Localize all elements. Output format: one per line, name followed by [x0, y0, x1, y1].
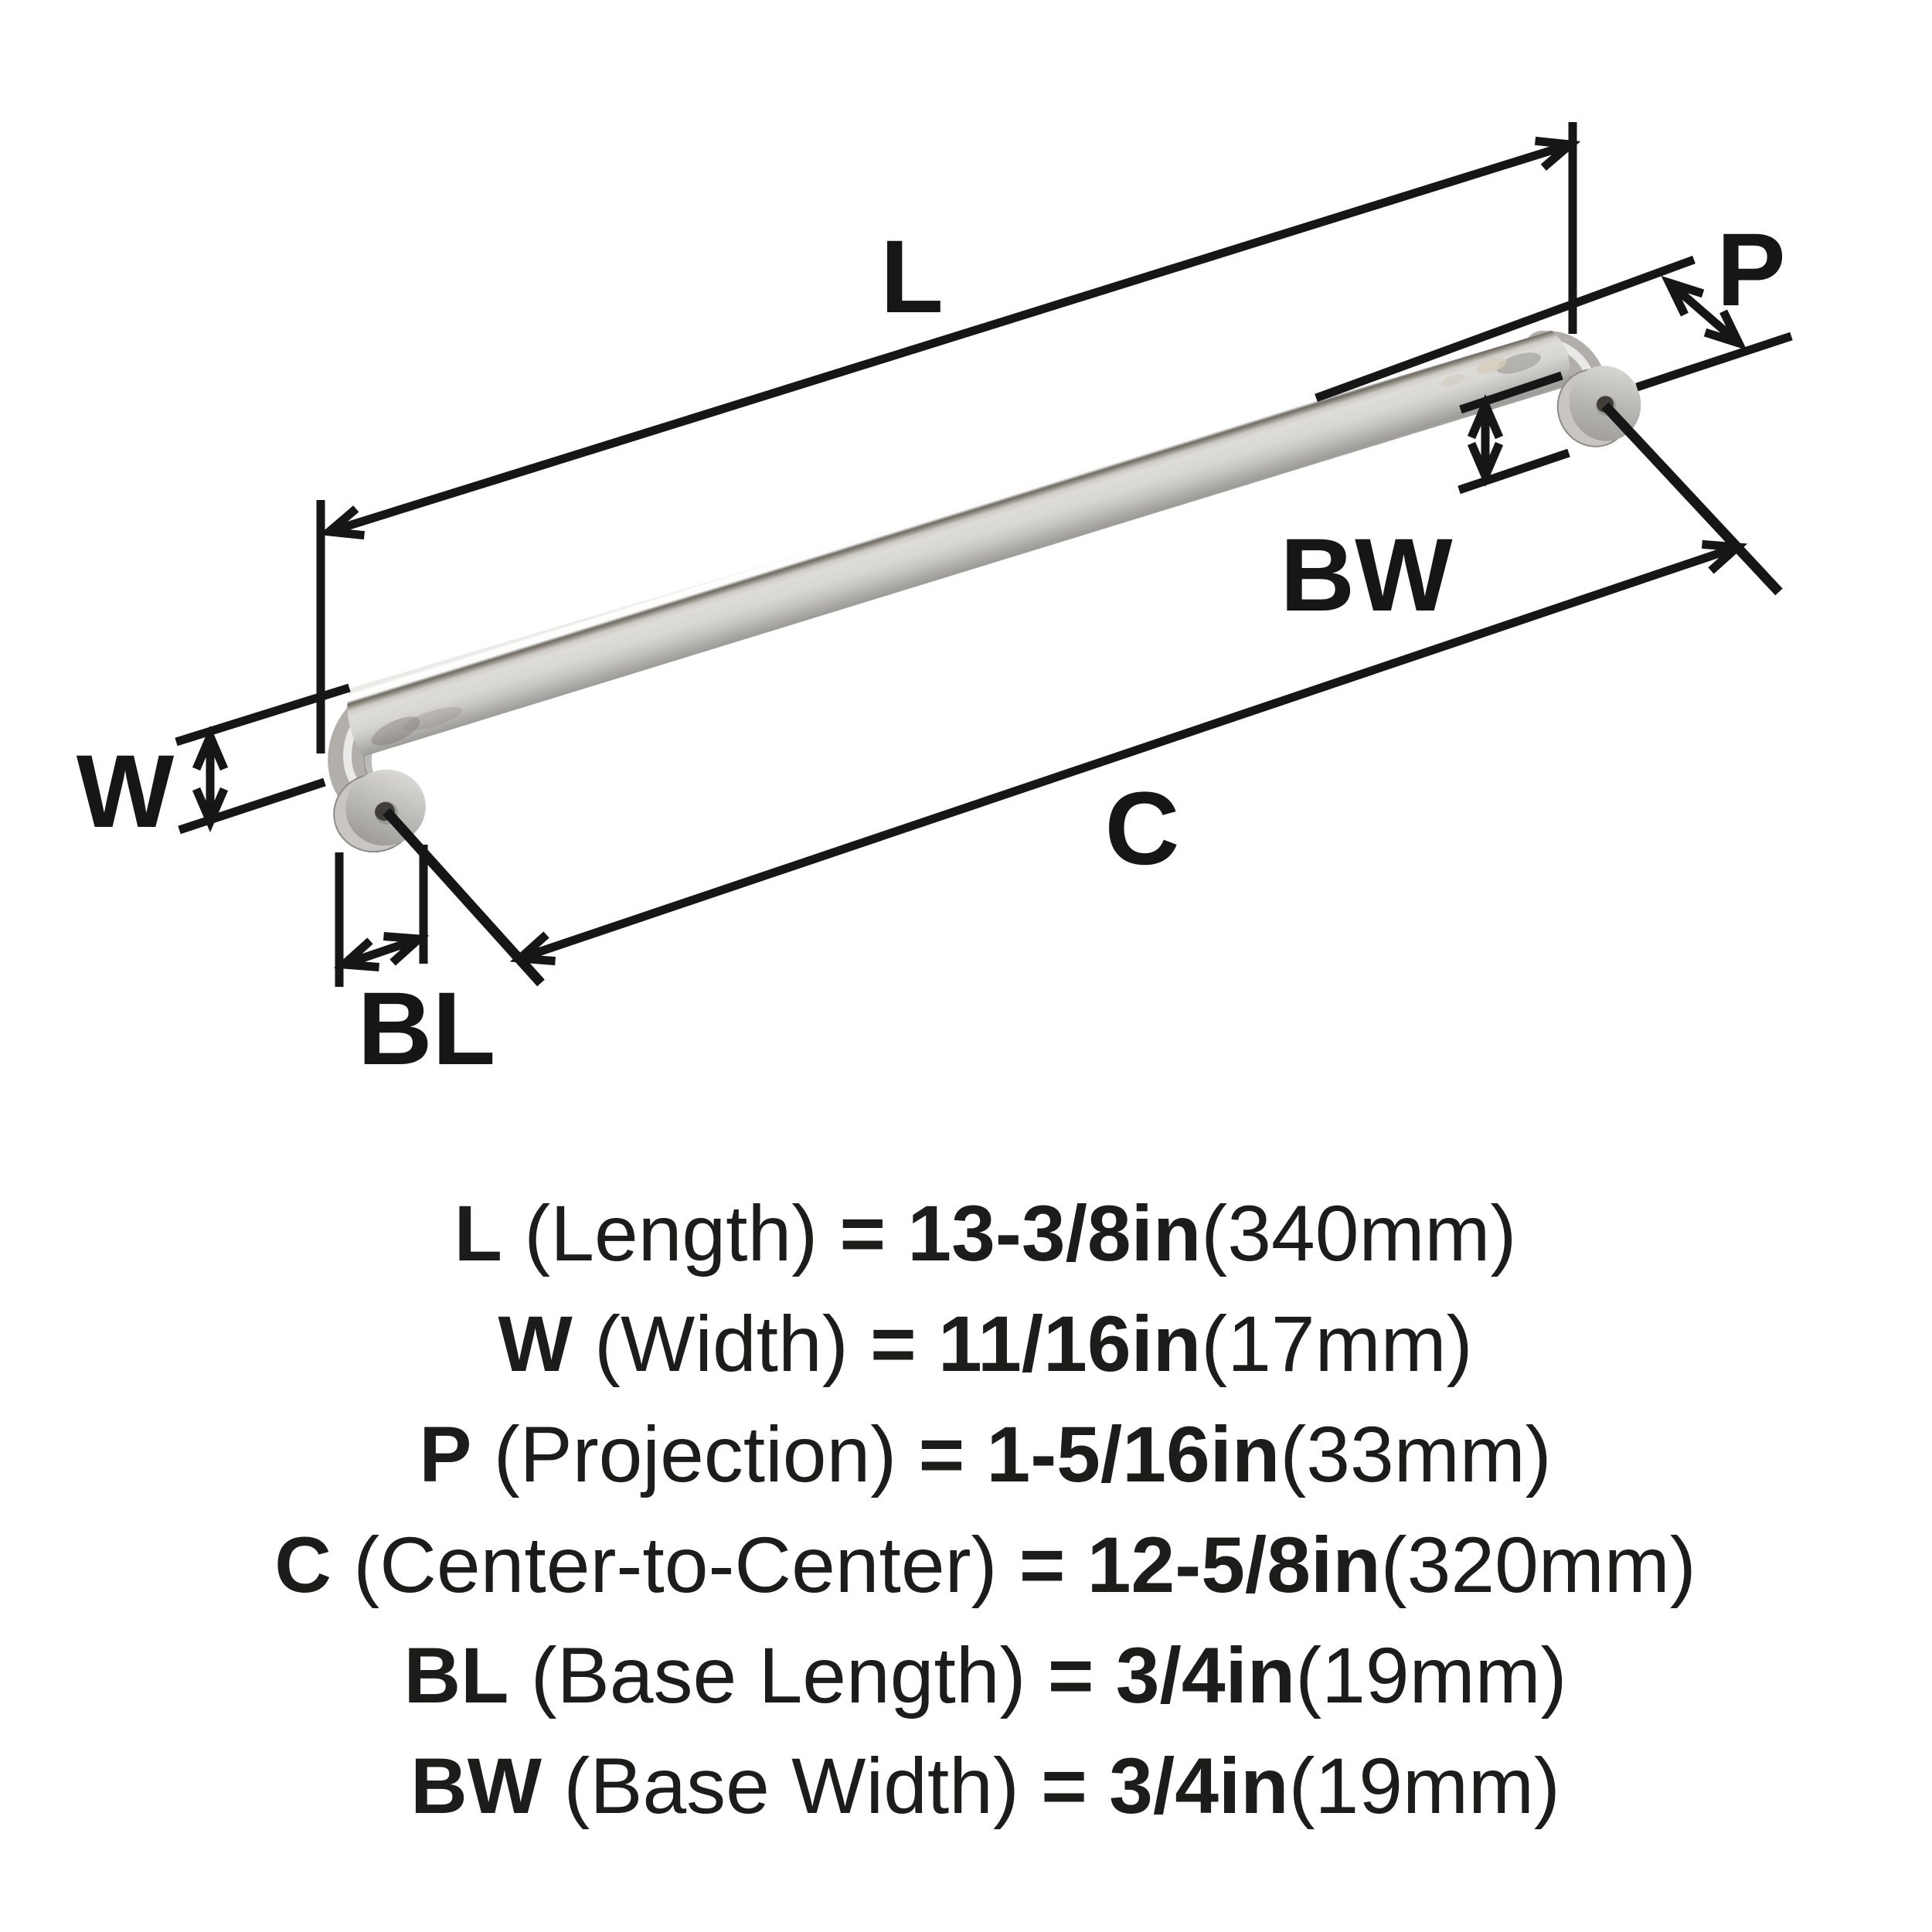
spec-text-block: L (Length) = 13-3/8in(340mm) W (Width) =…	[274, 1189, 1696, 1830]
center-leader-left	[383, 808, 545, 987]
dim-label-length: L	[880, 219, 944, 335]
dim-label-projection: P	[1716, 213, 1785, 328]
dimension-callouts: L W P BW C BL	[77, 122, 1793, 1087]
projection-dimension-arrow	[1661, 275, 1747, 351]
spec-line-length: L (Length) = 13-3/8in(340mm)	[454, 1189, 1517, 1277]
width-ref-line-lower	[178, 777, 326, 835]
dim-label-width: W	[77, 734, 175, 849]
spec-line-center: C (Center-to-Center) = 12-5/8in(320mm)	[274, 1521, 1696, 1609]
base-width-ref-line-lower	[1458, 448, 1570, 495]
length-dimension-line	[318, 136, 1581, 540]
center-leader-right	[1601, 402, 1783, 596]
projection-ref-line-upper	[1315, 255, 1696, 403]
spec-line-width: W (Width) = 11/16in(17mm)	[498, 1300, 1472, 1388]
dim-label-base-width: BW	[1280, 518, 1453, 633]
base-length-dimension-arrow	[333, 932, 430, 971]
bar-reflection-streak	[403, 706, 463, 731]
center-dimension-line	[509, 539, 1748, 966]
spec-line-base-length: BL (Base Length) = 3/4in(19mm)	[403, 1631, 1566, 1719]
dim-label-center: C	[1105, 771, 1180, 886]
bar-reflection-streak	[371, 716, 420, 746]
spec-line-projection: P (Projection) = 1-5/16in(33mm)	[419, 1410, 1551, 1498]
dim-label-base-length: BL	[358, 971, 496, 1087]
projection-ref-line-lower	[1635, 332, 1793, 392]
spec-line-base-width: BW (Base Width) = 3/4in(19mm)	[410, 1742, 1560, 1830]
